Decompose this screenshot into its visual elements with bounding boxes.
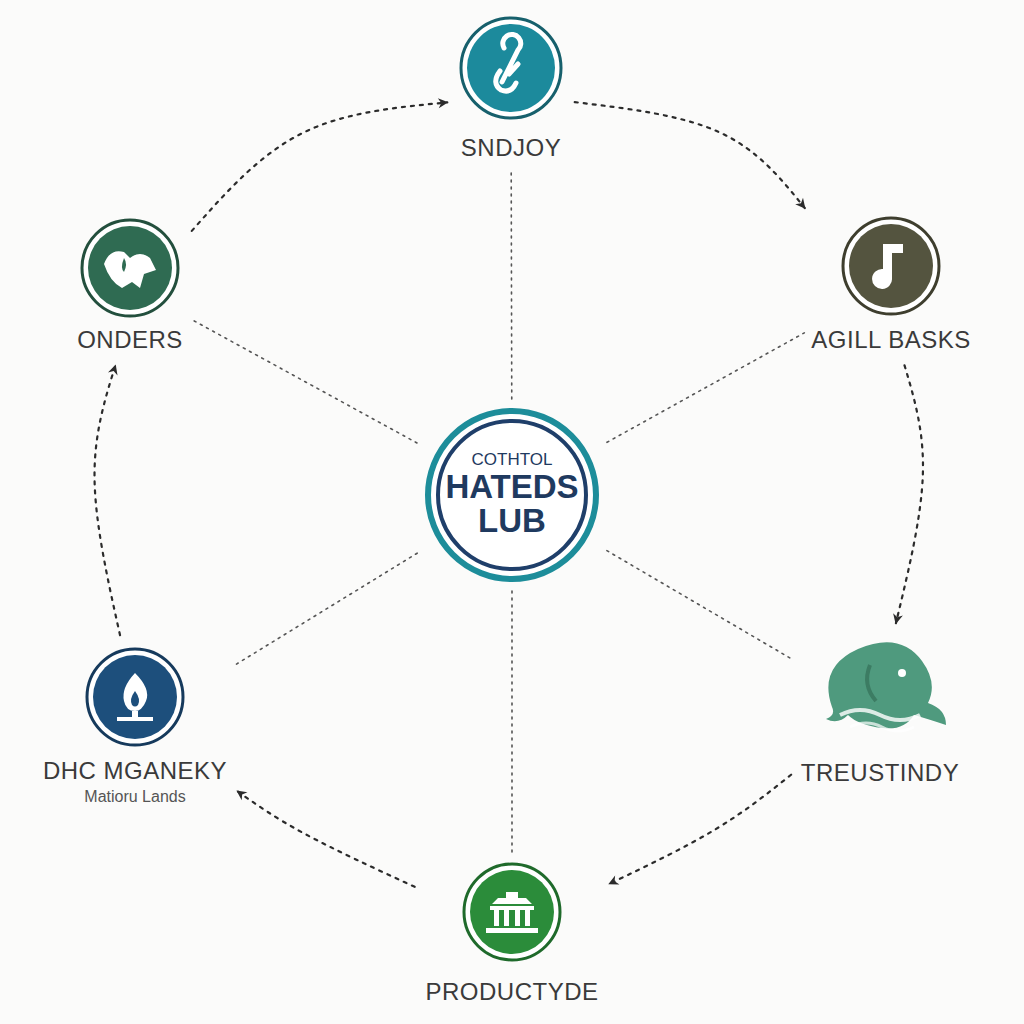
elephant-icon: [810, 635, 950, 745]
hub-circle: COTHTOLHATEDS LUB: [424, 407, 600, 583]
dotted-spoke: [511, 591, 513, 854]
icon-node: AGILL BASKS: [811, 216, 970, 354]
cycle-arrow: [237, 791, 414, 887]
cycle-arrow: [896, 365, 923, 623]
cycle-arrow: [575, 102, 805, 208]
dotted-spoke: [607, 333, 804, 442]
cycle-arrow: [192, 102, 447, 230]
dotted-spoke: [607, 551, 794, 661]
node-label: ONDERS: [77, 326, 183, 354]
hub-subtitle: COTHTOL: [472, 451, 553, 470]
building-icon: [462, 862, 562, 962]
cycle-arrow: [609, 775, 791, 884]
node-label: AGILL BASKS: [811, 326, 970, 354]
note-icon: [841, 216, 941, 316]
map-icon: [80, 218, 180, 318]
hub-text-holder: COTHTOLHATEDS LUB: [424, 407, 600, 583]
node-label: DHC MGANEKY: [43, 757, 227, 785]
icon-node: DHC MGANEKY Matioru Lands: [43, 647, 227, 806]
icon-node: PRODUCTYDE: [425, 862, 598, 1006]
icon-node: SNDJOY: [459, 16, 563, 162]
ribbon-icon: [459, 16, 563, 120]
icon-node: TREUSTINDY: [801, 635, 959, 787]
node-sublabel: Matioru Lands: [43, 787, 227, 806]
dotted-spoke: [510, 170, 512, 399]
hub-title: HATEDS LUB: [442, 470, 582, 539]
node-label: TREUSTINDY: [801, 759, 959, 787]
dotted-spoke: [234, 553, 417, 665]
icon-node: ONDERS: [77, 218, 183, 354]
node-label: PRODUCTYDE: [425, 978, 598, 1006]
node-label: SNDJOY: [459, 134, 563, 162]
cycle-arrow: [95, 365, 121, 635]
dotted-spoke: [190, 319, 417, 443]
flame-icon: [85, 647, 185, 747]
